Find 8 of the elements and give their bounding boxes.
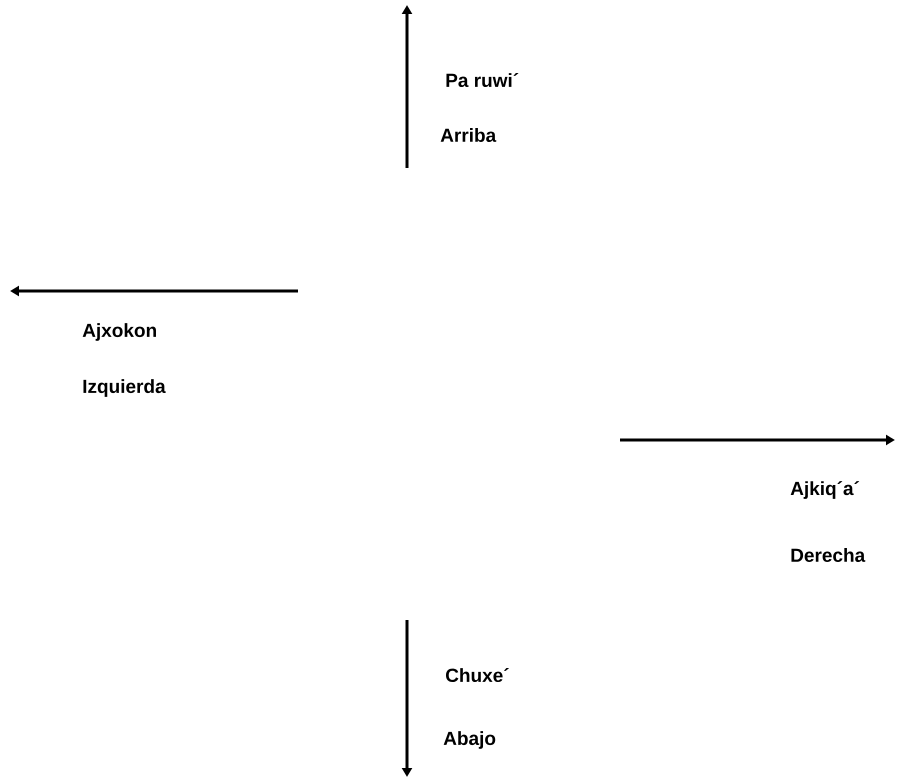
direction-label: Pa ruwi´ bbox=[446, 72, 518, 88]
direction-label: Ajxokon bbox=[82, 323, 156, 341]
direction-label: Arriba bbox=[440, 128, 496, 142]
direction-label: Abajo bbox=[444, 731, 496, 749]
direction-label: Izquierda bbox=[83, 379, 166, 397]
direction-label: Chuxe´ bbox=[446, 668, 509, 682]
direction-label: Derecha bbox=[791, 548, 866, 562]
direction-label: Ajkiq´a´ bbox=[790, 481, 860, 499]
